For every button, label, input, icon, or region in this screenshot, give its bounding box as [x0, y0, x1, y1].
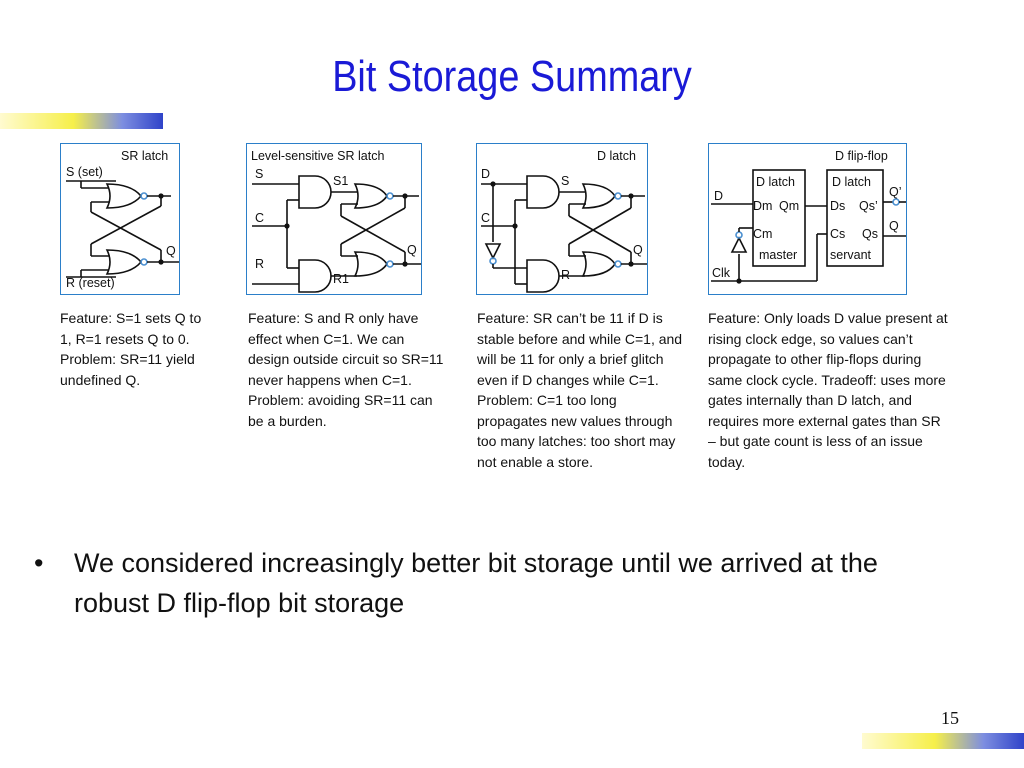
- bullet-dot: •: [34, 548, 44, 578]
- level-sr-latch-panel: Level-sensitive SR latch S S1 C Q R R1: [246, 143, 422, 295]
- d-flipflop-clk-label: Clk: [712, 266, 731, 280]
- level-sr-latch-r1-label: R1: [333, 272, 349, 286]
- d-flipflop-circuit: [711, 169, 906, 284]
- d-flipflop-d-label: D: [714, 189, 724, 203]
- d-latch-circuit: [481, 175, 647, 293]
- sr-latch-heading: SR latch: [121, 149, 169, 163]
- sr-latch-circuit: [66, 180, 179, 278]
- servant-ds-label: Ds: [830, 199, 846, 213]
- d-latch-panel: D latch D S C Q R: [476, 143, 648, 295]
- decorative-bar-bottom: [862, 733, 1024, 749]
- servant-name-label: servant: [830, 248, 871, 262]
- d-flipflop-feature: Feature: Only loads D value present at r…: [708, 310, 948, 470]
- d-flipflop-q-bar-label: Q’: [889, 185, 902, 199]
- level-sr-latch-s-label: S: [255, 167, 264, 181]
- servant-latch-title: D latch: [832, 175, 871, 189]
- d-flipflop-panel: D flip-flop D D latch Dm Qm Cm master D …: [708, 143, 907, 295]
- level-sr-latch-circuit: [252, 175, 421, 293]
- d-latch-r-label: R: [561, 268, 571, 282]
- level-sr-latch-s1-label: S1: [333, 174, 349, 188]
- master-dm-label: Dm: [753, 199, 773, 213]
- d-latch-c-label: C: [481, 211, 491, 225]
- master-qm-label: Qm: [779, 199, 800, 213]
- d-latch-heading: D latch: [597, 149, 636, 163]
- level-sr-latch-c-label: C: [255, 211, 265, 225]
- sr-latch-feature: Feature: S=1 sets Q to 1, R=1 resets Q t…: [60, 310, 202, 388]
- d-latch-q-label: Q: [633, 243, 643, 257]
- master-latch-title: D latch: [756, 175, 795, 189]
- master-name-label: master: [759, 248, 798, 262]
- sr-latch-q-label: Q: [166, 244, 176, 258]
- decorative-bar-top: [0, 113, 163, 129]
- d-latch-feature: Feature: SR can’t be 11 if D is stable b…: [477, 310, 683, 470]
- level-sr-latch-r-label: R: [255, 257, 265, 271]
- servant-qs-bar-label: Qs’: [859, 199, 878, 213]
- master-cm-label: Cm: [753, 227, 773, 241]
- level-sr-latch-feature: Feature: S and R only have effect when C…: [248, 310, 444, 429]
- d-latch-d-label: D: [481, 167, 491, 181]
- bullet-text: We considered increasingly better bit st…: [74, 548, 878, 618]
- d-flipflop-q-label: Q: [889, 219, 899, 233]
- d-flipflop-heading: D flip-flop: [835, 149, 888, 163]
- slide-title: Bit Storage Summary: [332, 52, 692, 101]
- sr-latch-s-label: S (set): [66, 165, 103, 179]
- d-latch-s-label: S: [561, 174, 570, 188]
- sr-latch-panel: SR latch S (set) Q R (reset): [60, 143, 180, 295]
- servant-qs-label: Qs: [862, 227, 878, 241]
- sr-latch-r-label: R (reset): [66, 276, 115, 290]
- page-number: 15: [941, 708, 959, 728]
- level-sr-latch-q-label: Q: [407, 243, 417, 257]
- level-sr-latch-heading: Level-sensitive SR latch: [251, 149, 385, 163]
- servant-cs-label: Cs: [830, 227, 846, 241]
